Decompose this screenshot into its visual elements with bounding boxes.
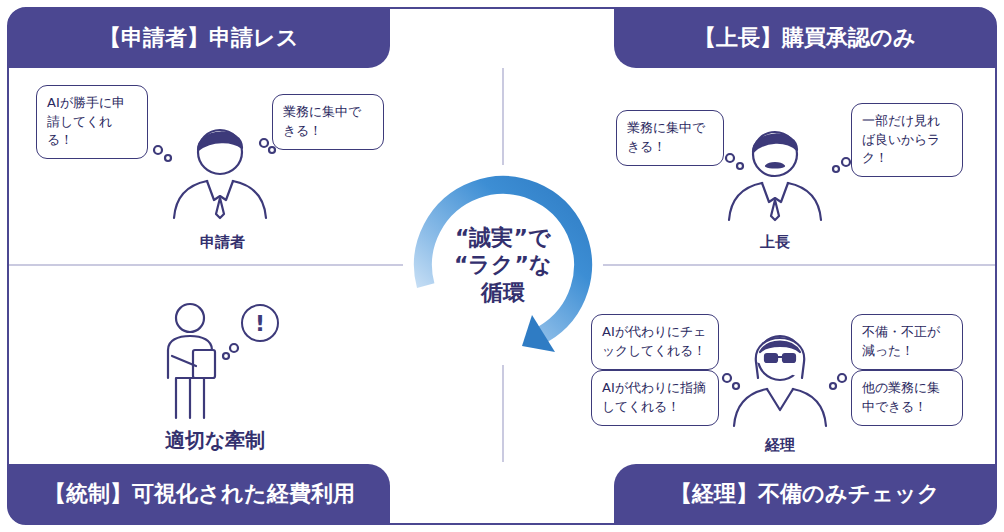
- node-text: 業務に集中できる！: [283, 103, 373, 141]
- cycle-label: “誠実”で “ラク”な 循環: [441, 224, 565, 307]
- arrow-head: [522, 315, 555, 352]
- accountant-figure: [734, 336, 826, 426]
- speech-bubble: 業務に集中できる！: [616, 110, 724, 166]
- node-text: 不備・不正が減った！: [862, 323, 952, 361]
- quadrant-panel: 【申請者】申請レス申請者 AIが勝手に申請してくれる！ 業務に集中できる！: [8, 8, 503, 265]
- speech-bubble: AIが代わりに指摘してくれる！: [591, 370, 719, 426]
- header-tab: 【経理】不備のみチェック: [614, 464, 996, 524]
- node-text: 一部だけ見れば良いからラク！: [862, 112, 952, 169]
- header-tab: 【上長】購買承認のみ: [614, 8, 996, 68]
- cycle-arrow: [423, 185, 583, 334]
- speech-bubble: 業務に集中できる！: [272, 94, 384, 150]
- header-tab: 【統制】可視化された経費利用: [8, 464, 390, 524]
- node-text: AIが代わりに指摘してくれる！: [602, 379, 708, 417]
- speech-bubble: AIが勝手に申請してくれる！: [36, 85, 148, 160]
- node-text: !: [255, 311, 265, 336]
- control-figure: [168, 304, 215, 418]
- role-label: 経理: [765, 436, 795, 455]
- boss-figure: [729, 132, 821, 220]
- node-text: 業務に集中できる！: [627, 119, 713, 157]
- node-text: AIが勝手に申請してくれる！: [47, 94, 137, 151]
- cycle-ground: [403, 165, 603, 365]
- role-label: 申請者: [200, 233, 245, 252]
- speech-bubble: 一部だけ見れば良いからラク！: [851, 103, 963, 178]
- quadrant-panel: 【上長】購買承認のみ上長 業務に集中できる！ 一部だけ見れば良いからラク！: [503, 8, 996, 265]
- node-text: “誠実”で “ラク”な 循環: [441, 224, 565, 307]
- applicant-figure: [174, 130, 266, 218]
- role-label: 適切な牽制: [165, 427, 265, 454]
- quadrant-panel: 【経理】不備のみチェック 経理 AIが代わりにチェックしてくれる！ AIが代わりに指摘…: [503, 265, 996, 524]
- node-text: 他の業務に集中できる！: [862, 379, 952, 417]
- node-text: AIが代わりにチェックしてくれる！: [602, 323, 708, 361]
- alert-bubble: !: [241, 304, 279, 342]
- speech-bubble: 不備・不正が減った！: [851, 314, 963, 370]
- outer-frame: [8, 8, 996, 524]
- speech-bubble: 他の業務に集中できる！: [851, 370, 963, 426]
- speech-bubble: AIが代わりにチェックしてくれる！: [591, 314, 719, 370]
- header-tab: 【申請者】申請レス: [8, 8, 390, 68]
- quadrant-panel: 【統制】可視化された経費利用 適切な牽制!: [8, 265, 503, 524]
- role-label: 上長: [760, 233, 790, 252]
